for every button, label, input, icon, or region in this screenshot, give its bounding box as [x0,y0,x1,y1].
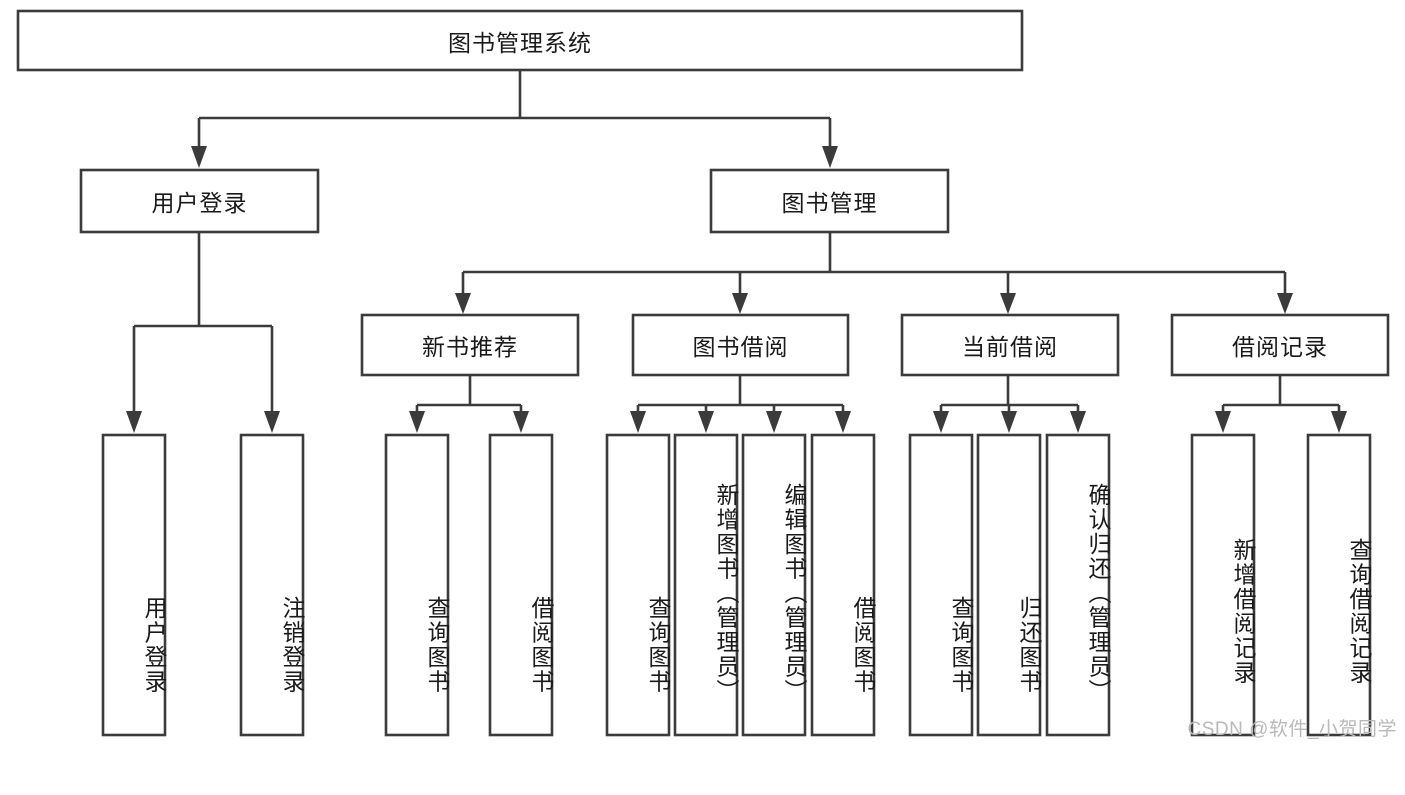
arrow-cb-leaf-1 [933,411,949,433]
arrow-cb-leaf-3 [1070,411,1086,433]
arrow-to-borrow-records [1277,293,1293,314]
node-box-borrow-records[interactable] [1170,313,1390,377]
arrow-bb-leaf-1 [630,411,646,433]
node-box-leaf-cb-2[interactable] [1045,433,1111,737]
connector-layer [126,70,1347,433]
functional-structure-diagram: 图书管理系统 用户登录 图书管理 新书推荐 图书借阅 当前借阅 借阅记录 用户登… [16,9,1396,740]
arrow-br-leaf-2 [1331,411,1347,433]
node-box-leaf-nbr-0[interactable] [384,433,450,737]
arrow-to-user-login [191,146,207,168]
arrow-bb-leaf-2 [698,411,714,433]
node-box-user-login[interactable] [79,168,320,234]
arrow-to-current-borrow [1000,293,1016,314]
node-box-leaf-nbr-1[interactable] [488,433,554,737]
node-box-leaf-br-0[interactable] [1190,433,1256,737]
node-box-book-borrow[interactable] [631,313,850,377]
node-box-leaf-user-login-0[interactable] [101,433,167,737]
node-box-root[interactable] [16,9,1024,72]
node-box-leaf-bb-1[interactable] [673,433,739,737]
arrow-bb-leaf-4 [835,411,851,433]
node-box-leaf-cb-0[interactable] [908,433,974,737]
arrow-br-leaf-1 [1215,411,1231,433]
arrow-to-book-borrow [732,293,748,314]
arrow-nbr-leaf-2 [513,411,529,433]
arrow-to-new-book-recommend [455,293,471,314]
arrow-cb-leaf-2 [1001,411,1017,433]
arrow-user-login-leaf-2 [264,411,280,433]
arrow-to-book-mgmt [822,146,838,168]
node-box-layer [16,9,1390,737]
node-box-leaf-cb-1[interactable] [976,433,1042,737]
arrow-user-login-leaf-1 [126,411,142,433]
node-box-leaf-br-1[interactable] [1306,433,1372,737]
node-box-leaf-bb-3[interactable] [810,433,876,737]
node-box-book-management[interactable] [709,168,950,234]
node-box-new-book-recommend[interactable] [360,313,580,377]
arrow-nbr-leaf-1 [409,411,425,433]
node-box-current-borrow[interactable] [900,313,1120,377]
node-box-leaf-bb-0[interactable] [605,433,671,737]
node-box-leaf-user-login-1[interactable] [239,433,305,737]
node-box-leaf-bb-2[interactable] [741,433,807,737]
arrow-bb-leaf-3 [766,411,782,433]
tree-diagram-canvas [16,9,1390,737]
